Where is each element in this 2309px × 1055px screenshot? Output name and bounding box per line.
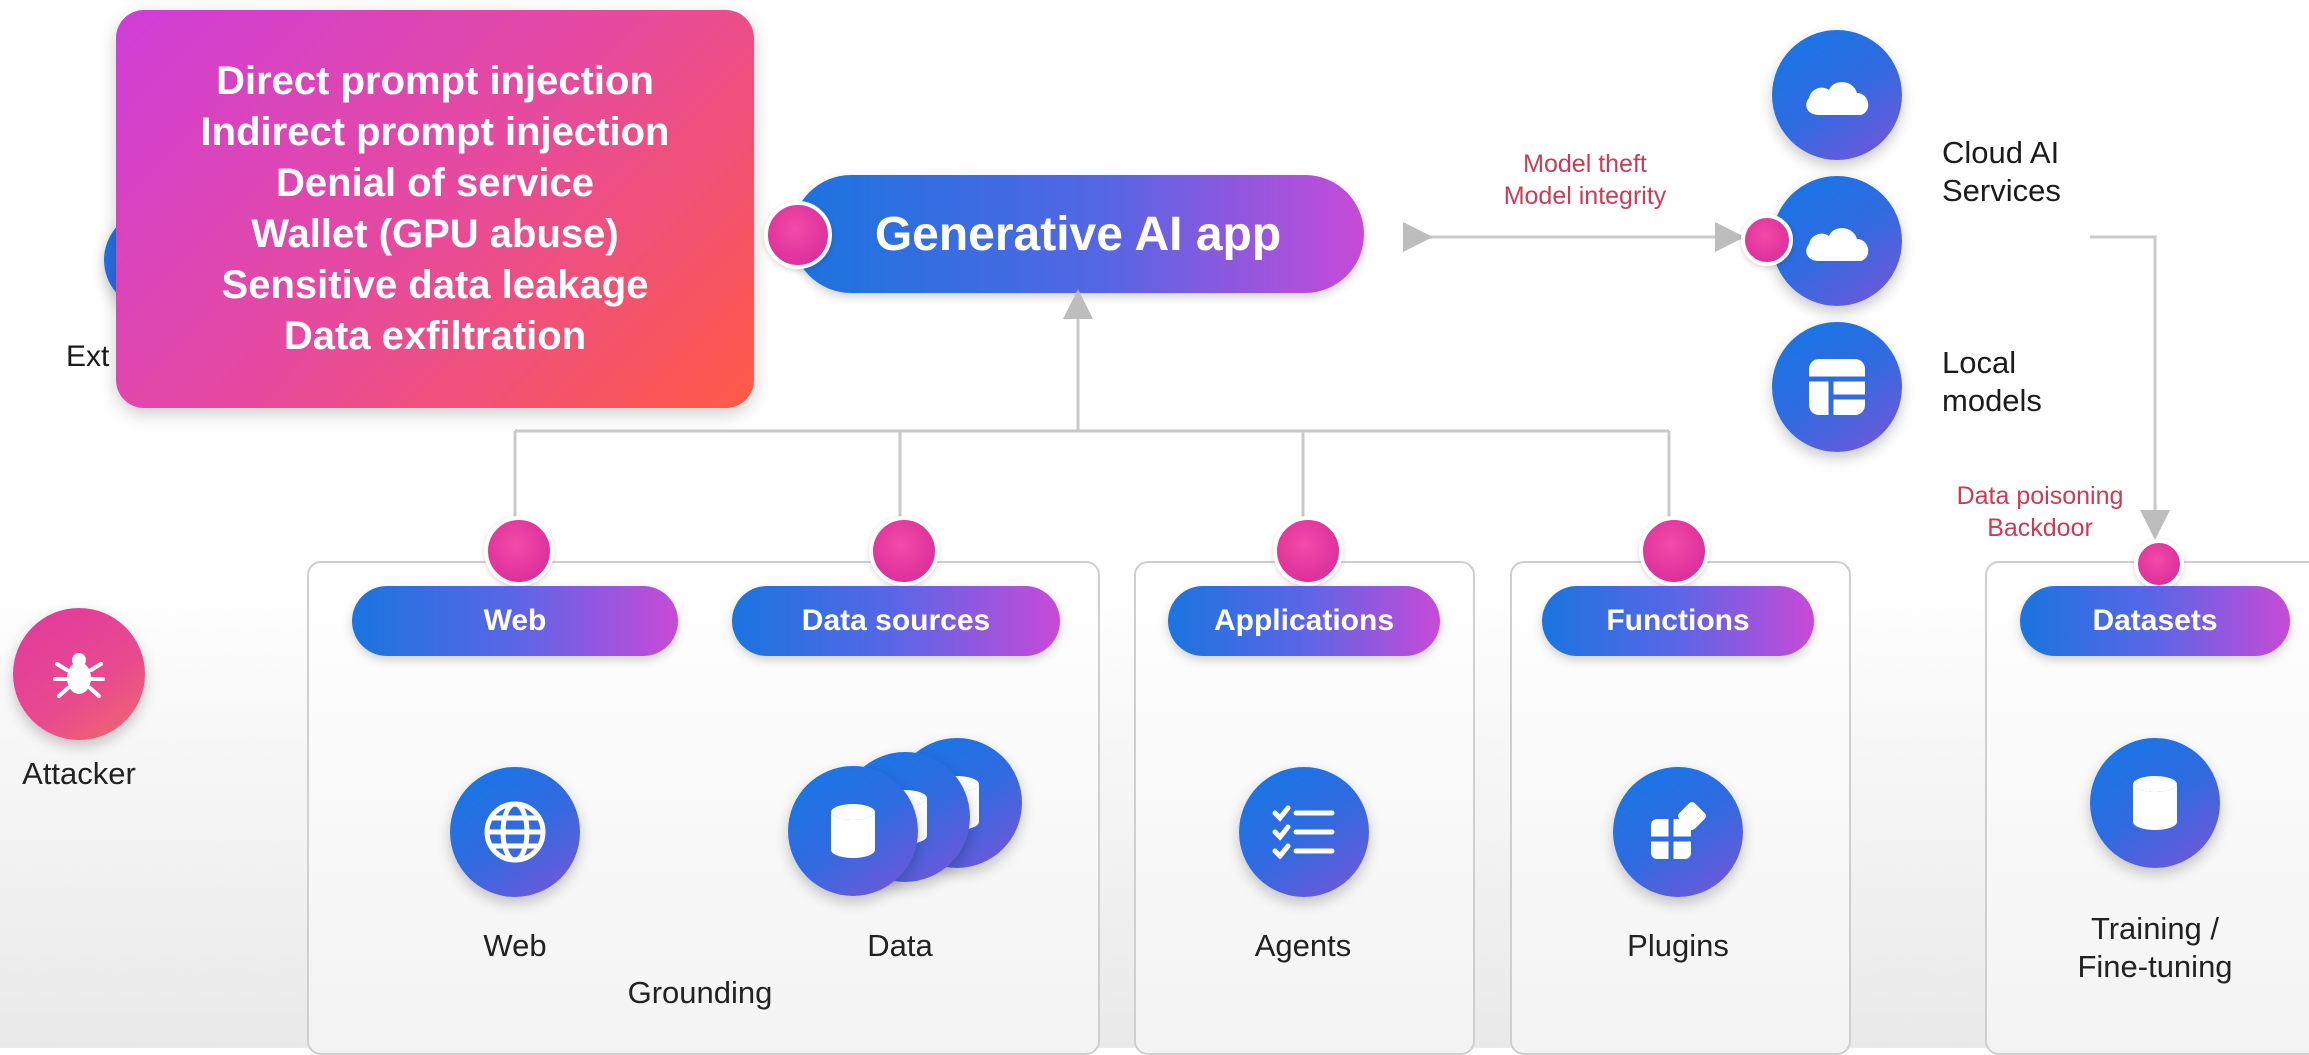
plugins-label: Plugins: [1627, 928, 1729, 963]
database-icon: [788, 766, 918, 896]
threat-item: Wallet (GPU abuse): [251, 212, 619, 256]
generative-ai-app-pill: Generative AI app: [792, 175, 1364, 293]
threat-item: Sensitive data leakage: [221, 263, 649, 307]
generative-ai-app-title: Generative AI app: [874, 207, 1282, 261]
cloud-icon: [1772, 30, 1902, 160]
threat-item: Direct prompt injection: [216, 59, 654, 103]
data-threat-dot: [869, 516, 939, 586]
external-label-partial: Ext: [66, 340, 110, 373]
threat-item: Denial of service: [276, 161, 594, 205]
datasets-threat-dot: [2134, 539, 2184, 589]
web-pill: Web: [352, 586, 678, 656]
plugin-icon: [1613, 767, 1743, 897]
web-label: Web: [483, 928, 547, 963]
data-threat-note: Data poisoning Backdoor: [1930, 480, 2150, 544]
threat-item: Indirect prompt injection: [200, 110, 670, 154]
agents-label: Agents: [1254, 928, 1352, 963]
app-threat-dot: [764, 201, 832, 269]
web-threat-dot: [484, 516, 554, 586]
bug-icon: [13, 608, 145, 740]
model-threat-note: Model theft Model integrity: [1470, 148, 1700, 212]
applications-threat-dot: [1273, 516, 1343, 586]
attacker-label: Attacker: [22, 756, 136, 791]
cloud-icon: [1772, 176, 1902, 306]
training-fine-tuning-label: Training / Fine-tuning: [2077, 911, 2233, 984]
backdoor-label: Backdoor: [1987, 514, 2093, 542]
threat-item: Data exfiltration: [283, 314, 587, 358]
globe-icon: [450, 767, 580, 897]
model-threat-dot: [1741, 214, 1793, 266]
model-integrity-label: Model integrity: [1503, 182, 1667, 210]
threat-list-box: Direct prompt injection Indirect prompt …: [116, 10, 754, 408]
database-icon: [2090, 738, 2220, 868]
data-label: Data: [867, 928, 933, 963]
functions-threat-dot: [1639, 516, 1709, 586]
local-models-label: Local models: [1942, 345, 2042, 418]
local-models-icon: [1772, 322, 1902, 452]
data-poisoning-label: Data poisoning: [1956, 482, 2124, 510]
model-theft-label: Model theft: [1523, 150, 1647, 178]
applications-pill: Applications: [1168, 586, 1440, 656]
cloud-ai-services-label: Cloud AI Services: [1942, 135, 2061, 208]
datasets-pill: Datasets: [2020, 586, 2290, 656]
data-sources-pill: Data sources: [732, 586, 1060, 656]
functions-pill: Functions: [1542, 586, 1814, 656]
grounding-label: Grounding: [627, 975, 773, 1010]
checklist-icon: [1239, 767, 1369, 897]
